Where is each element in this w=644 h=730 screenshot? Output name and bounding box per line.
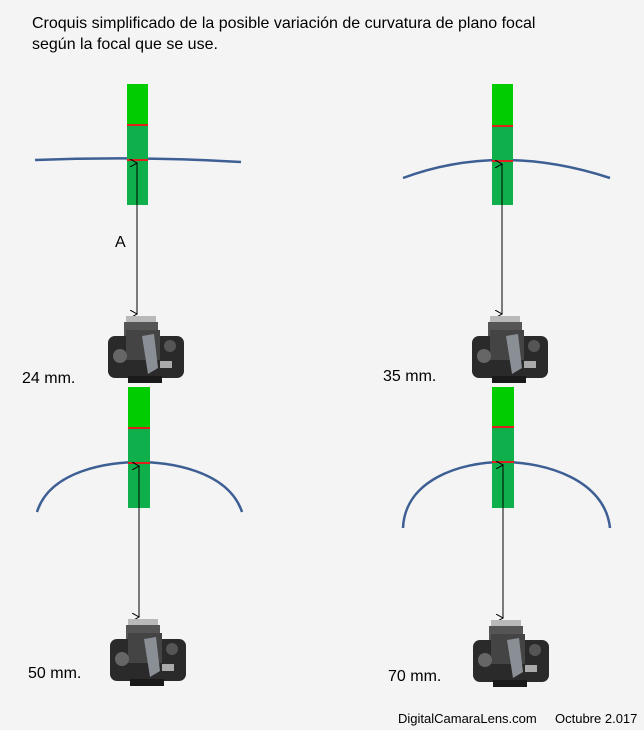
subject-bar-top [492,387,514,427]
subject-bar-top [492,84,513,126]
panel-24mm [34,84,242,383]
camera-icon [108,316,184,383]
panel-70mm [401,387,612,687]
panel-50mm [35,387,244,686]
camera-icon [110,619,186,686]
focal-label-70: 70 mm. [388,668,442,685]
title-line-1: Croquis simplificado de la posible varia… [32,15,536,32]
camera-icon [473,620,549,687]
footer-date: Octubre 2.017 [555,711,638,726]
footer-site: DigitalCamaraLens.com [398,711,537,726]
focal-label-35: 35 mm. [383,368,437,385]
distance-label: A [115,234,126,251]
subject-bar-top [127,84,148,125]
panel-35mm [402,84,611,383]
focal-label-50: 50 mm. [28,665,82,682]
subject-bar-top [128,387,150,428]
title-line-2: según la focal que se use. [32,36,218,53]
diagram-title: Croquis simplificado de la posible varia… [32,13,632,55]
focal-label-24: 24 mm. [22,370,76,387]
camera-icon [472,316,548,383]
